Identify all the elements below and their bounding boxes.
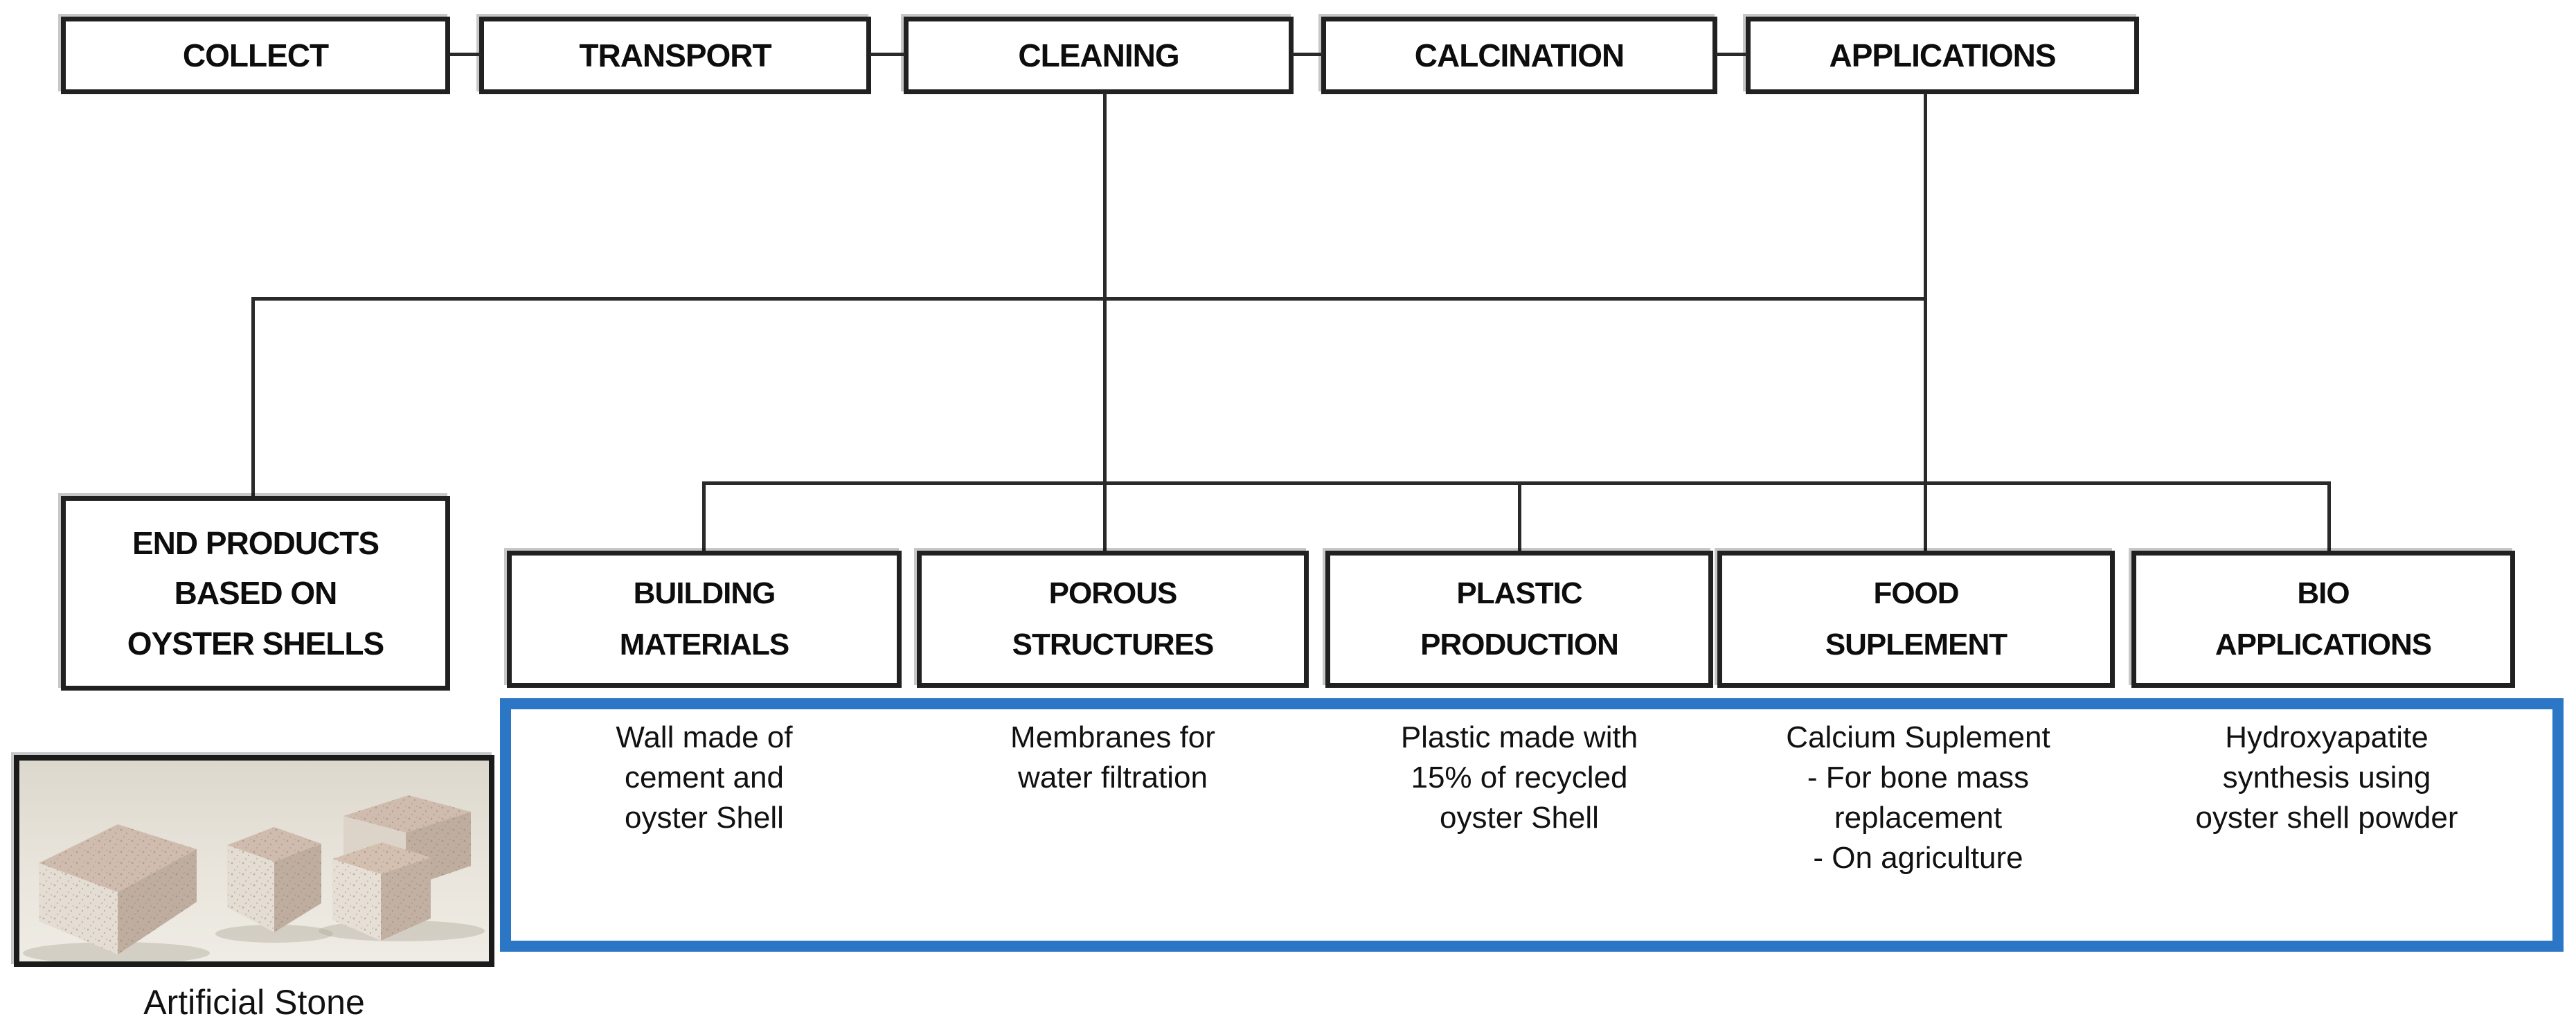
- connector-line-building-drop: [702, 481, 706, 551]
- detail-line: oyster Shell: [625, 801, 784, 835]
- stone-blocks-illustration: [19, 761, 489, 961]
- category-label-line: SUPLEMENT: [1825, 628, 2007, 661]
- connector-line-to-end-products: [251, 297, 1927, 301]
- end-products-line: BASED ON: [174, 575, 338, 612]
- detail-line: Calcium Suplement: [1786, 720, 2050, 754]
- category-box-plastic-production: PLASTIC PRODUCTION: [1325, 551, 1713, 688]
- category-box-building-materials: BUILDING MATERIALS: [507, 551, 902, 688]
- category-box-food-suplement: FOOD SUPLEMENT: [1717, 551, 2115, 688]
- end-products-line: END PRODUCTS: [132, 525, 379, 562]
- connector-line-plastic-drop: [1518, 481, 1521, 551]
- detail-line: oyster Shell: [1440, 801, 1599, 835]
- flow-step-transport: TRANSPORT: [479, 17, 871, 94]
- connector-line-cleaning-down: [1103, 93, 1107, 551]
- flow-step-label: COLLECT: [182, 37, 329, 73]
- end-products-box: END PRODUCTS BASED ON OYSTER SHELLS: [61, 496, 450, 691]
- connector-line: [870, 53, 905, 56]
- flow-step-cleaning: CLEANING: [904, 17, 1294, 94]
- photo-caption: Artificial Stone: [143, 983, 365, 1022]
- category-box-bio-applications: BIO APPLICATIONS: [2131, 551, 2515, 688]
- detail-line: - For bone mass: [1807, 761, 2030, 794]
- detail-food-suplement: Calcium Suplement - For bone mass replac…: [1703, 718, 2133, 878]
- detail-line: cement and: [625, 761, 784, 794]
- flow-step-label: TRANSPORT: [579, 37, 771, 73]
- flow-step-label: APPLICATIONS: [1829, 37, 2056, 73]
- category-box-porous-structures: POROUS STRUCTURES: [917, 551, 1309, 688]
- connector-line: [1716, 53, 1747, 56]
- category-label-line: BUILDING: [633, 576, 776, 610]
- flow-step-label: CALCINATION: [1414, 37, 1625, 73]
- detail-porous-structures: Membranes for water filtration: [915, 718, 1310, 798]
- category-label-line: STRUCTURES: [1012, 628, 1215, 661]
- detail-line: 15% of recycled: [1411, 761, 1628, 794]
- category-label-line: PLASTIC: [1456, 576, 1582, 610]
- detail-line: Hydroxyapatite: [2225, 720, 2429, 754]
- category-label-line: APPLICATIONS: [2215, 628, 2432, 661]
- detail-line: water filtration: [1018, 761, 1208, 794]
- detail-building-materials: Wall made of cement and oyster Shell: [507, 718, 902, 838]
- details-panel: [500, 698, 2564, 952]
- category-label-line: POROUS: [1048, 576, 1178, 610]
- detail-line: - On agriculture: [1813, 841, 2023, 875]
- connector-line-bio-drop: [2327, 481, 2331, 551]
- artificial-stone-photo: [14, 755, 494, 967]
- connector-line: [1292, 53, 1323, 56]
- category-label-line: BIO: [2297, 576, 2350, 610]
- category-label-line: FOOD: [1873, 576, 1959, 610]
- flow-step-collect: COLLECT: [61, 17, 450, 94]
- detail-line: Membranes for: [1010, 720, 1215, 754]
- detail-line: oyster shell powder: [2195, 801, 2458, 835]
- detail-bio-applications: Hydroxyapatite synthesis using oyster sh…: [2105, 718, 2548, 838]
- connector-line-applications-down: [1924, 93, 1927, 551]
- connector-line-category-bus: [702, 481, 2331, 485]
- detail-plastic-production: Plastic made with 15% of recycled oyster…: [1318, 718, 1720, 838]
- flow-step-applications: APPLICATIONS: [1746, 17, 2139, 94]
- end-products-line: OYSTER SHELLS: [127, 625, 384, 661]
- detail-line: replacement: [1834, 801, 2003, 835]
- connector-line-end-products-drop: [251, 297, 255, 498]
- category-label-line: PRODUCTION: [1420, 628, 1619, 661]
- connector-line: [450, 53, 481, 56]
- detail-line: synthesis using: [2222, 761, 2431, 794]
- detail-line: Plastic made with: [1400, 720, 1638, 754]
- detail-line: Wall made of: [616, 720, 793, 754]
- category-label-line: MATERIALS: [619, 628, 789, 661]
- flow-step-calcination: CALCINATION: [1321, 17, 1717, 94]
- flow-step-label: CLEANING: [1018, 37, 1179, 73]
